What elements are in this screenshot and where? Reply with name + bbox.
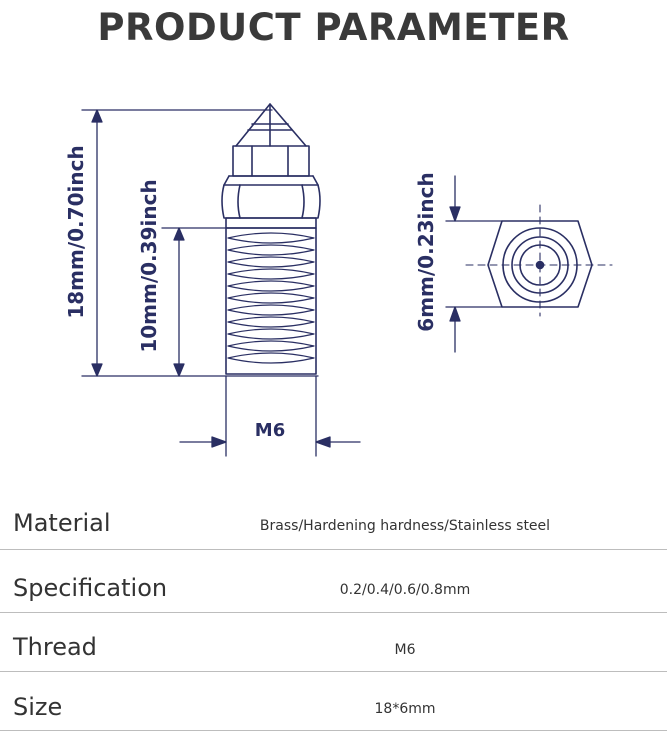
nozzle-neck [225,217,317,229]
spec-value: Brass/Hardening hardness/Stainless steel [259,518,551,534]
hex-size-label: 6mm/0.23inch [414,172,438,331]
nozzle-thread-coils [227,232,315,364]
spec-table: Material Brass/Hardening hardness/Stainl… [0,495,667,731]
spec-value: 18*6mm [374,701,436,717]
hex-size-dimension [445,175,503,353]
thread-length-dimension [161,227,227,377]
spec-label: Specification [13,574,168,602]
spec-label: Thread [13,633,97,661]
hex-outer-circle [502,227,578,303]
spec-label: Material [13,509,111,537]
nozzle-thread-outline [225,227,317,375]
total-height-dimension [81,109,319,377]
thread-diameter-dimension [179,375,361,457]
spec-row-specification: Specification 0.2/0.4/0.6/0.8mm [0,550,667,613]
spec-row-size: Size 18*6mm [0,672,667,731]
nozzle-technical-drawing: 18mm/0.70inch 10mm/0.39inch M6 6mm/0.23i… [64,103,613,457]
spec-label: Size [13,693,63,721]
spec-row-thread: Thread M6 [0,613,667,672]
nozzle-collar [232,145,310,177]
nozzle-hex-nut [221,184,321,219]
thread-label: M6 [255,420,285,441]
hex-outline [487,220,593,308]
page-title: PRODUCT PARAMETER [97,6,570,49]
spec-value: M6 [394,642,416,658]
thread-length-label: 10mm/0.39inch [137,179,161,352]
spec-value: 0.2/0.4/0.6/0.8mm [339,582,471,598]
nozzle-side-view [221,103,321,375]
spec-row-material: Material Brass/Hardening hardness/Stainl… [0,495,667,550]
total-height-label: 18mm/0.70inch [64,145,88,318]
hex-top-view [465,204,613,317]
